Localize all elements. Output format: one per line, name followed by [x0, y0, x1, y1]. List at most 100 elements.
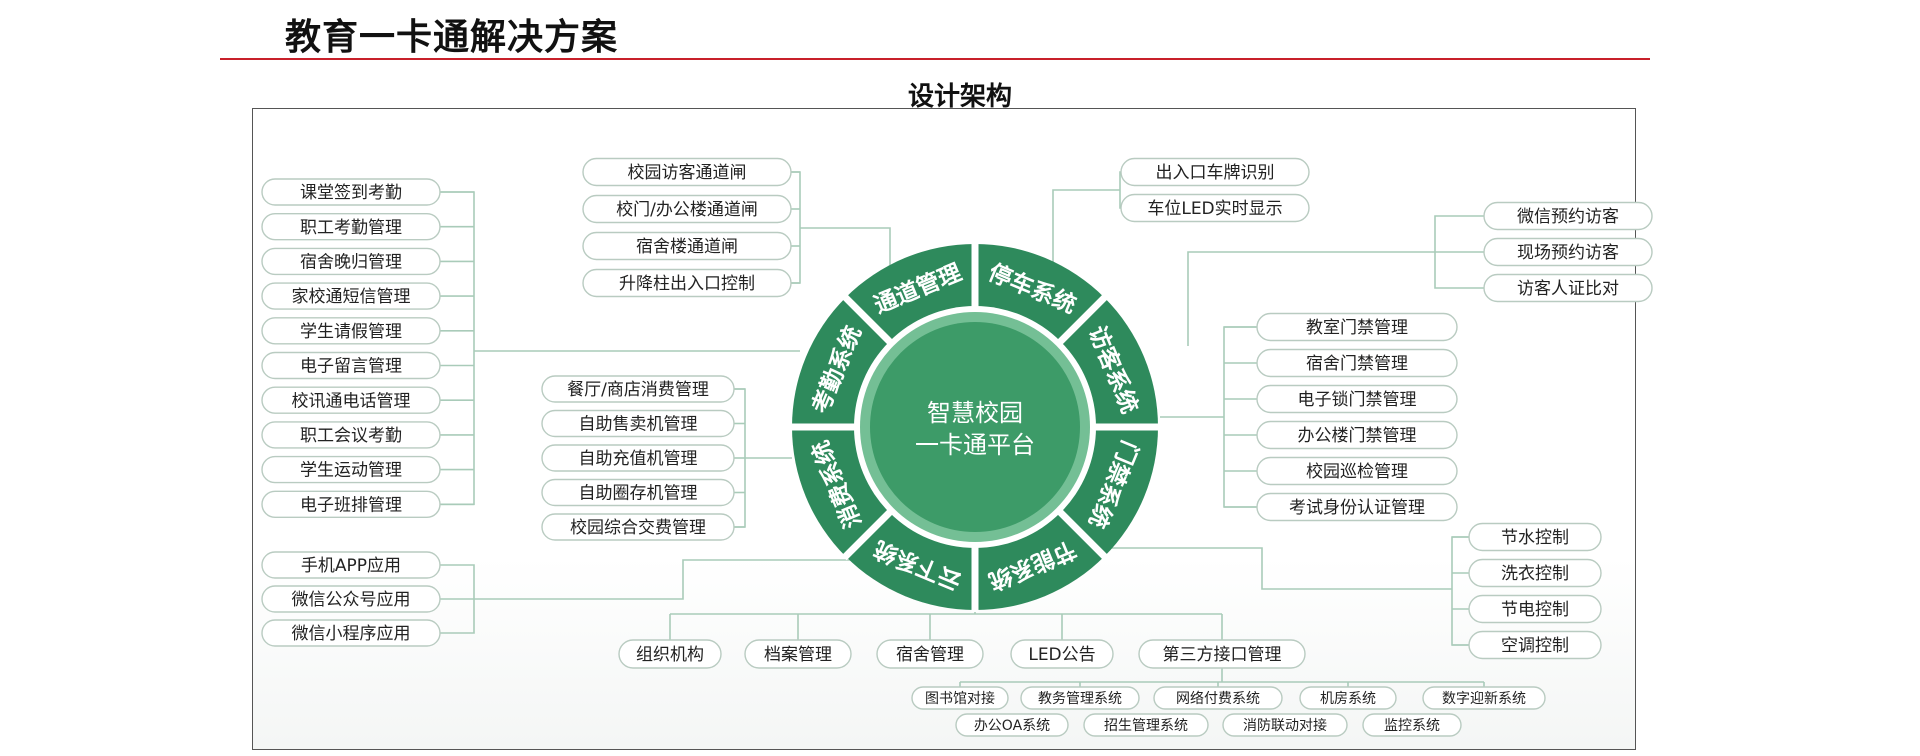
pill-label: 第三方接口管理 [1163, 645, 1282, 665]
pill-box [1256, 420, 1458, 450]
pill-label: 现场预约访客 [1517, 243, 1619, 263]
pill-box [1020, 686, 1140, 710]
app-item: 手机APP应用 [261, 551, 441, 579]
pill-box [1483, 273, 1653, 303]
pill-label: 节电控制 [1501, 600, 1569, 620]
pill-box [261, 178, 441, 206]
consumption-item: 自助圈存机管理 [541, 478, 735, 507]
attendance-item: 职工考勤管理 [261, 212, 441, 241]
visitor-item: 访客人证比对 [1483, 273, 1653, 303]
pill-label: 档案管理 [764, 645, 832, 665]
pill-box [1483, 201, 1653, 231]
bottom-item: 档案管理 [744, 639, 852, 669]
connector-line [791, 171, 801, 284]
pill-label: 考试身份认证管理 [1289, 498, 1425, 518]
attendance-item: 电子班排管理 [261, 490, 441, 518]
pill-box [1468, 558, 1602, 588]
pill-box [1299, 686, 1397, 710]
pill-label: 手机APP应用 [301, 556, 401, 576]
pill-label: 宿舍楼通道闸 [636, 237, 738, 257]
bottom-item: LED公告 [1010, 639, 1114, 669]
center-title-line1: 智慧校园 [927, 399, 1023, 427]
pill-label: 职工会议考勤 [300, 426, 402, 446]
pill-box [1256, 384, 1458, 414]
pill-box [261, 282, 441, 310]
pill-box [541, 478, 735, 507]
pill-label: 监控系统 [1384, 718, 1440, 734]
pill-label: 宿舍门禁管理 [1306, 354, 1408, 374]
pill-label: 组织机构 [636, 645, 704, 665]
parking-item: 出入口车牌识别 [1120, 157, 1310, 187]
energy-item: 节水控制 [1468, 522, 1602, 552]
pill-box [1256, 348, 1458, 378]
pill-label: 空调控制 [1501, 636, 1569, 656]
pill-label: 教室门禁管理 [1306, 318, 1408, 338]
pill-box [261, 585, 441, 613]
pill-box [261, 490, 441, 518]
pill-label: 自助售卖机管理 [579, 415, 698, 435]
pill-label: 课堂签到考勤 [300, 183, 402, 203]
pill-label: 微信公众号应用 [292, 590, 411, 610]
access-item: 办公楼门禁管理 [1256, 420, 1458, 450]
access-item: 电子锁门禁管理 [1256, 384, 1458, 414]
energy-item: 节电控制 [1468, 594, 1602, 624]
connector-line [800, 227, 891, 268]
pill-box [582, 268, 792, 298]
pill-label: 微信预约访客 [1517, 207, 1619, 227]
energy-item: 空调控制 [1468, 630, 1602, 660]
pill-label: LED公告 [1028, 645, 1095, 665]
pill-label: 自助圈存机管理 [579, 484, 698, 504]
attendance-item: 课堂签到考勤 [261, 178, 441, 206]
pill-box [582, 194, 792, 224]
app-item: 微信公众号应用 [261, 585, 441, 613]
pill-box [541, 444, 735, 472]
pill-label: 机房系统 [1320, 691, 1376, 707]
third-party-item: 数字迎新系统 [1422, 686, 1546, 710]
segment-divider [841, 505, 897, 561]
attendance-item: 学生运动管理 [261, 455, 441, 484]
bottom-item: 宿舍管理 [876, 639, 984, 669]
pill-label: 网络付费系统 [1176, 691, 1260, 707]
pill-label: 教务管理系统 [1038, 691, 1122, 707]
pill-box [541, 375, 735, 403]
pill-label: 电子锁门禁管理 [1298, 390, 1417, 410]
pill-box [261, 351, 441, 380]
connector-line [1451, 536, 1469, 646]
pill-label: 宿舍晚归管理 [300, 253, 402, 273]
pill-label: 宿舍管理 [896, 645, 964, 665]
third-party-item: 网络付费系统 [1153, 686, 1283, 710]
center-title-line2: 一卡通平台 [915, 431, 1035, 459]
pill-box [1222, 713, 1348, 737]
pill-box [1256, 492, 1458, 522]
pill-box [541, 513, 735, 541]
pill-label: 图书馆对接 [925, 690, 995, 707]
pill-box [1422, 686, 1546, 710]
pill-box [1483, 237, 1653, 267]
pill-label: 电子留言管理 [300, 357, 402, 377]
pill-label: 自助充值机管理 [579, 449, 698, 469]
channel-item: 校园访客通道闸 [582, 157, 792, 187]
pill-label: 微信小程序应用 [292, 624, 411, 644]
pill-box [1083, 713, 1209, 737]
pill-box [1256, 456, 1458, 486]
pill-label: 数字迎新系统 [1442, 691, 1526, 707]
app-item: 微信小程序应用 [261, 619, 441, 647]
third-party-item: 机房系统 [1299, 686, 1397, 710]
connector-line [1187, 251, 1435, 346]
pill-box [261, 317, 441, 345]
pill-box [1138, 639, 1306, 669]
pill-box [261, 455, 441, 484]
attendance-item: 职工会议考勤 [261, 421, 441, 449]
pill-box [1010, 639, 1114, 669]
consumption-item: 餐厅/商店消费管理 [541, 375, 735, 403]
pill-box [955, 713, 1069, 737]
segment-divider [841, 293, 897, 349]
pill-box [744, 639, 852, 669]
pill-box [876, 639, 984, 669]
pill-label: 校讯通电话管理 [292, 391, 411, 411]
third-party-item: 监控系统 [1362, 713, 1462, 737]
attendance-item: 宿舍晚归管理 [261, 247, 441, 276]
connector-line [1052, 189, 1120, 282]
pill-label: 学生请假管理 [300, 322, 402, 342]
